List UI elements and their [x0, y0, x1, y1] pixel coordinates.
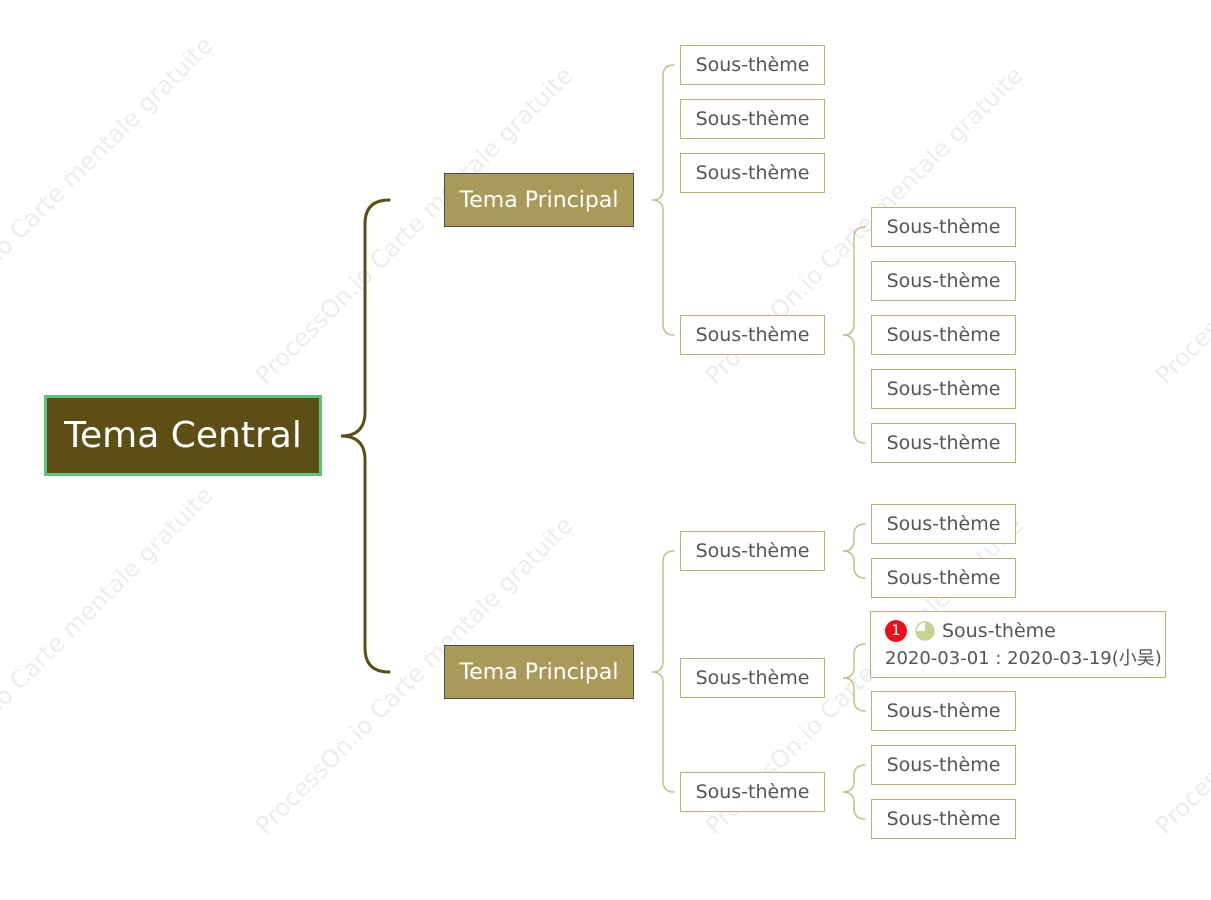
subtopic2-2-children-connector [842, 643, 866, 712]
central-topic[interactable]: Tema Central [44, 395, 322, 476]
subtopic-1-1[interactable]: Sous-thème [680, 45, 825, 85]
subtopic-2-2-1-header: 1 Sous-thème [885, 619, 1056, 642]
subtopic2-3-children-connector [842, 764, 866, 820]
subtopic-1-4-2[interactable]: Sous-thème [871, 261, 1016, 301]
task-progress-icon [915, 620, 935, 641]
subtopic-2-1-1[interactable]: Sous-thème [871, 504, 1016, 544]
subtopic-2-2-1[interactable]: 1 Sous-thème 2020-03-01 : 2020-03-19(小吴) [870, 611, 1166, 678]
subtopic-2-2-2[interactable]: Sous-thème [871, 691, 1016, 731]
subtopic1-4-children-connector [842, 226, 866, 444]
subtopic-1-4-4[interactable]: Sous-thème [871, 369, 1016, 409]
task-date-range: 2020-03-01 : 2020-03-19(小吴) [885, 647, 1162, 669]
subtopic-2-3-2[interactable]: Sous-thème [871, 799, 1016, 839]
subtopic-2-3[interactable]: Sous-thème [680, 772, 825, 812]
central-to-main-connector [340, 198, 391, 674]
subtopic-2-2[interactable]: Sous-thème [680, 658, 825, 698]
subtopic-1-4-5[interactable]: Sous-thème [871, 423, 1016, 463]
main-topic-1[interactable]: Tema Principal [444, 173, 634, 227]
subtopic-2-3-1[interactable]: Sous-thème [871, 745, 1016, 785]
subtopic2-1-children-connector [842, 523, 866, 579]
subtopic-1-4-1[interactable]: Sous-thème [871, 207, 1016, 247]
subtopic-1-4[interactable]: Sous-thème [680, 315, 825, 355]
main2-to-subtopics-connector [651, 550, 675, 793]
subtopic-2-1-2[interactable]: Sous-thème [871, 558, 1016, 598]
main1-to-subtopics-connector [651, 64, 675, 336]
main-topic-2[interactable]: Tema Principal [444, 645, 634, 699]
subtopic-1-2[interactable]: Sous-thème [680, 99, 825, 139]
subtopic-1-4-3[interactable]: Sous-thème [871, 315, 1016, 355]
subtopic-2-2-1-label: Sous-thème [942, 619, 1056, 642]
subtopic-1-3[interactable]: Sous-thème [680, 153, 825, 193]
priority-1-icon: 1 [885, 619, 907, 642]
subtopic-2-1[interactable]: Sous-thème [680, 531, 825, 571]
